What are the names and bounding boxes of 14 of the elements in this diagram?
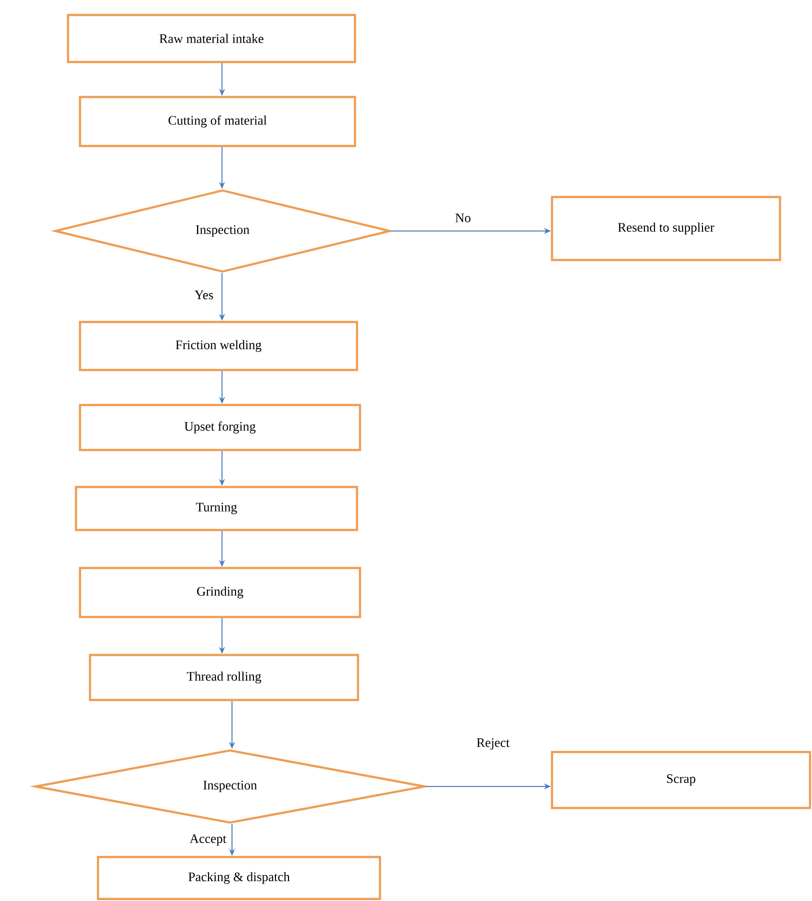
process-box: Resend to supplier [550, 196, 782, 262]
process-box: Raw material intake [66, 14, 356, 64]
edge-label: Reject [475, 737, 511, 751]
process-box: Packing & dispatch [96, 856, 382, 900]
process-box: Friction welding [78, 320, 358, 372]
process-box: Scrap [550, 750, 812, 810]
process-box: Thread rolling [88, 654, 360, 702]
process-box: Cutting of material [78, 96, 356, 148]
edge-label: No [454, 212, 472, 224]
edge-label: Yes [194, 290, 214, 300]
process-box: Turning [74, 486, 358, 532]
process-box: Grinding [78, 566, 362, 618]
process-box: Upset forging [78, 404, 362, 452]
edge-label: Accept [188, 833, 228, 847]
